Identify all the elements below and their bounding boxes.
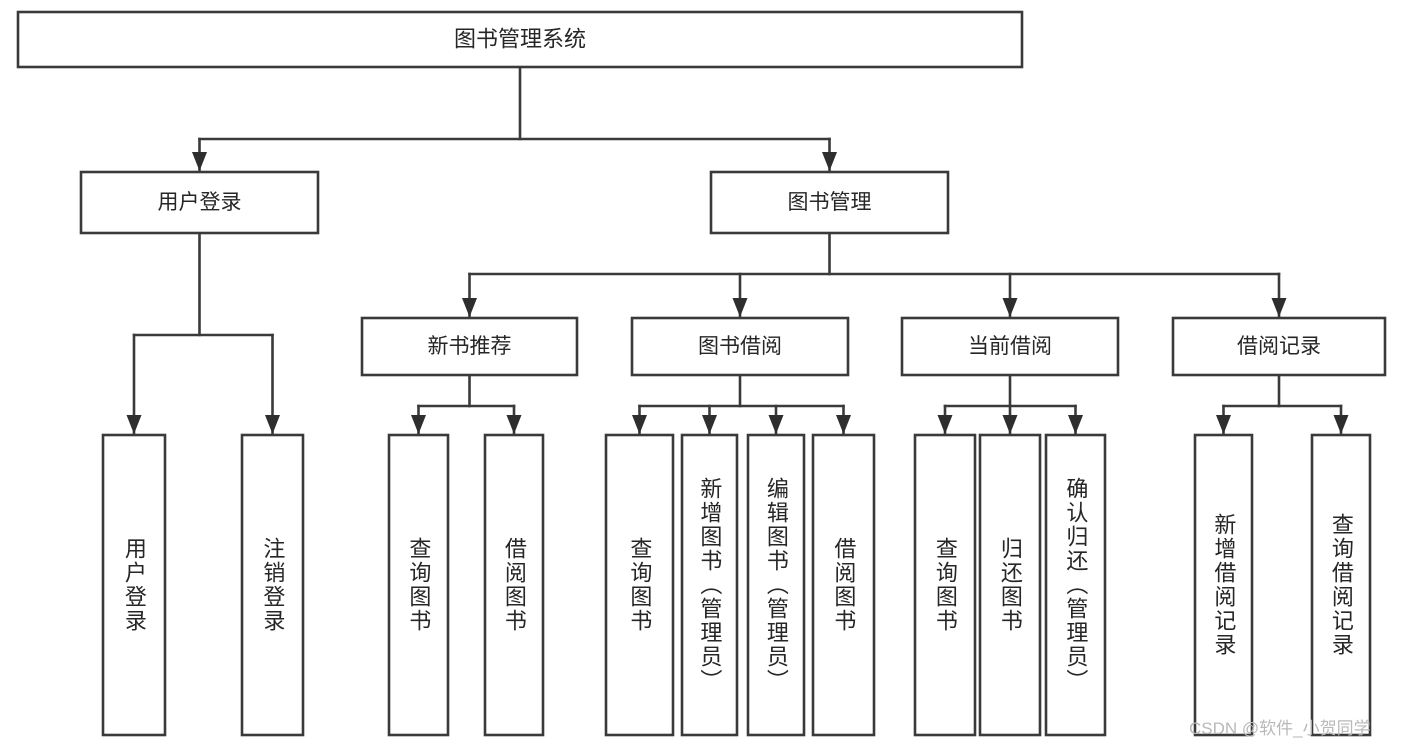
node-box-leaf-11[interactable]: [1193, 433, 1254, 737]
node-box-level3-1[interactable]: [630, 316, 850, 377]
arrow-head-icon: [632, 415, 647, 434]
arrow-head-icon: [462, 298, 477, 317]
arrow-head-icon: [192, 152, 207, 171]
node-box-level3-0[interactable]: [360, 316, 579, 377]
node-label-level2-1: 图书管理: [788, 191, 872, 214]
node-box-level3-3[interactable]: [1171, 316, 1387, 377]
arrow-head-icon: [265, 415, 280, 434]
node-box-level2-0[interactable]: [79, 170, 320, 235]
node-box-leaf-7[interactable]: [811, 433, 876, 737]
node-box-leaf-3[interactable]: [483, 433, 545, 737]
arrow-head-icon: [126, 415, 142, 434]
node-box-level2-1[interactable]: [709, 170, 950, 235]
node-box-leaf-4[interactable]: [604, 433, 675, 737]
node-label-level3-2: 当前借阅: [968, 335, 1052, 358]
node-box-leaf-12[interactable]: [1310, 433, 1372, 737]
node-label-level3-1: 图书借阅: [698, 335, 782, 358]
arrow-head-icon: [411, 415, 426, 434]
node-label-root: 图书管理系统: [454, 26, 586, 51]
arrow-head-icon: [1333, 415, 1349, 434]
arrow-head-icon: [822, 152, 837, 171]
node-box-leaf-2[interactable]: [387, 433, 450, 737]
node-label-level2-0: 用户登录: [158, 191, 242, 214]
node-box-leaf-10[interactable]: [1044, 433, 1107, 737]
boxes-layer: [16, 10, 1387, 737]
arrow-head-icon: [937, 415, 953, 434]
node-box-leaf-9[interactable]: [978, 433, 1042, 737]
node-box-leaf-5[interactable]: [680, 433, 739, 737]
watermark-csdn: CSDN @软件_小贺同学: [1189, 719, 1371, 738]
node-box-root[interactable]: [16, 10, 1024, 69]
node-box-leaf-0[interactable]: [101, 433, 167, 737]
arrow-head-icon: [1271, 298, 1287, 317]
node-box-leaf-6[interactable]: [746, 433, 806, 737]
arrow-head-icon: [732, 298, 748, 317]
node-box-level3-2[interactable]: [900, 316, 1120, 377]
node-box-leaf-8[interactable]: [913, 433, 977, 737]
arrow-head-icon: [768, 415, 784, 434]
node-box-leaf-1[interactable]: [240, 433, 305, 737]
node-label-level3-0: 新书推荐: [428, 335, 512, 358]
node-label-level3-3: 借阅记录: [1237, 335, 1321, 358]
arrow-head-icon: [1002, 415, 1018, 434]
arrow-head-icon: [702, 415, 717, 434]
arrow-head-icon: [1068, 415, 1083, 434]
connectors-layer: [126, 65, 1349, 435]
arrow-head-icon: [1216, 415, 1231, 434]
arrow-head-icon: [836, 415, 851, 434]
arrow-head-icon: [1002, 298, 1018, 317]
arrow-head-icon: [506, 415, 522, 434]
